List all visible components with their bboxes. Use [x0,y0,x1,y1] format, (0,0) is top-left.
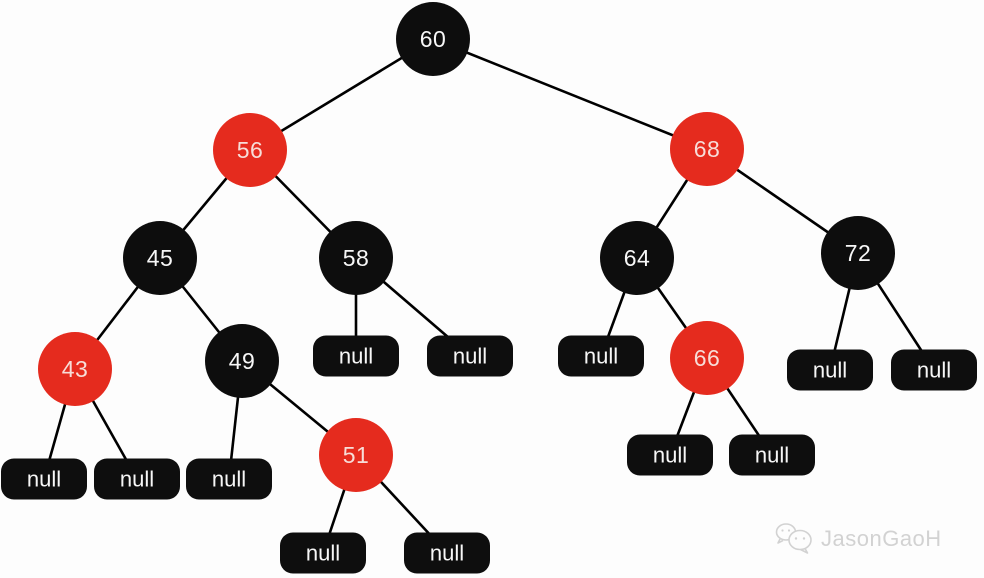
null-leaf: null [427,335,513,377]
null-leaf: null [1,458,87,500]
tree-node-68: 68 [670,112,744,186]
watermark-label: JasonGaoH [821,526,942,551]
null-leaf: null [891,349,977,391]
null-leaf: null [404,532,490,574]
tree-node-60: 60 [396,2,470,76]
null-leaf: null [627,434,713,476]
null-leaf: null [94,458,180,500]
null-leaf: null [186,458,272,500]
tree-node-58: 58 [319,221,393,295]
wechat-icon [774,521,814,557]
tree-node-45: 45 [123,221,197,295]
tree-node-49: 49 [205,324,279,398]
tree-node-64: 64 [600,221,674,295]
watermark: JasonGaoH [774,521,942,557]
null-leaf: null [787,349,873,391]
tree-node-51: 51 [319,418,393,492]
null-leaf: null [558,335,644,377]
tree-node-66: 66 [670,321,744,395]
tree-edge-60-68 [432,37,708,151]
null-leaf: null [729,434,815,476]
tree-node-43: 43 [38,332,112,406]
tree-node-56: 56 [213,113,287,187]
null-leaf: null [313,335,399,377]
tree-node-72: 72 [821,216,895,290]
null-leaf: null [280,532,366,574]
